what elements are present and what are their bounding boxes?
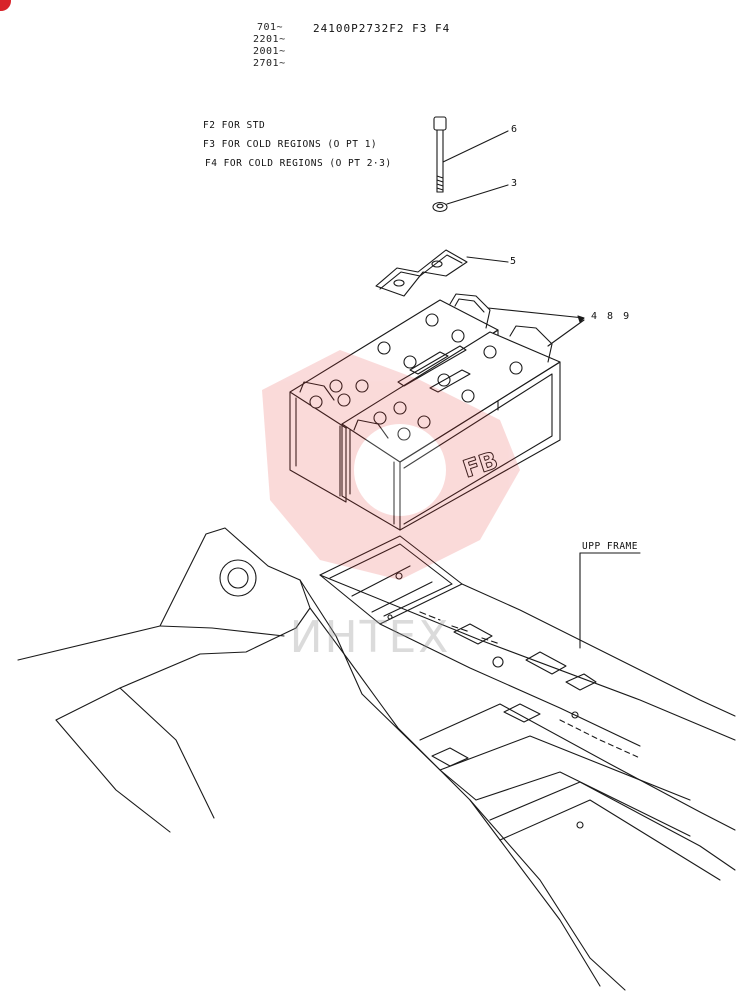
leader-bolt xyxy=(442,130,509,163)
hold-down-bracket-part xyxy=(375,249,468,297)
leader-upper-frame xyxy=(579,552,641,649)
part-number: 24100P2732F2 F3 F4 xyxy=(313,22,451,35)
leader-batteries xyxy=(487,307,585,347)
serial-range-item: 2001~ xyxy=(253,46,286,57)
watermark-logo xyxy=(262,350,520,580)
callout-upper-frame: UPP FRAME xyxy=(582,541,638,552)
variant-legend: F2 FOR STD F3 FOR COLD REGIONS (O PT 1) … xyxy=(203,116,392,173)
legend-item: F3 FOR COLD REGIONS (O PT 1) xyxy=(203,139,378,150)
serial-range-list: 701~ 2201~ 2001~ 2701~ xyxy=(253,22,286,70)
legend-item: F2 FOR STD xyxy=(203,120,266,131)
washer-part xyxy=(432,201,448,213)
legend-item: F4 FOR COLD REGIONS (O PT 2·3) xyxy=(205,158,392,169)
upper-frame-part xyxy=(17,527,736,991)
leader-bracket xyxy=(466,256,509,263)
serial-range-item: 2701~ xyxy=(253,58,286,69)
leader-washer xyxy=(446,184,509,205)
serial-range-item: 2201~ xyxy=(253,34,286,45)
callout-bolt: 6 xyxy=(511,124,518,135)
callout-hold-down-bracket: 5 xyxy=(510,256,517,267)
corner-badge xyxy=(0,0,11,11)
callout-batteries: 4 8 9 xyxy=(591,311,632,322)
serial-range-item: 701~ xyxy=(257,22,284,33)
callout-washer: 3 xyxy=(511,178,518,189)
watermark-text: ИНТЕХ xyxy=(290,612,451,663)
bolt-part xyxy=(433,116,447,193)
battery-pair-part xyxy=(289,293,561,531)
